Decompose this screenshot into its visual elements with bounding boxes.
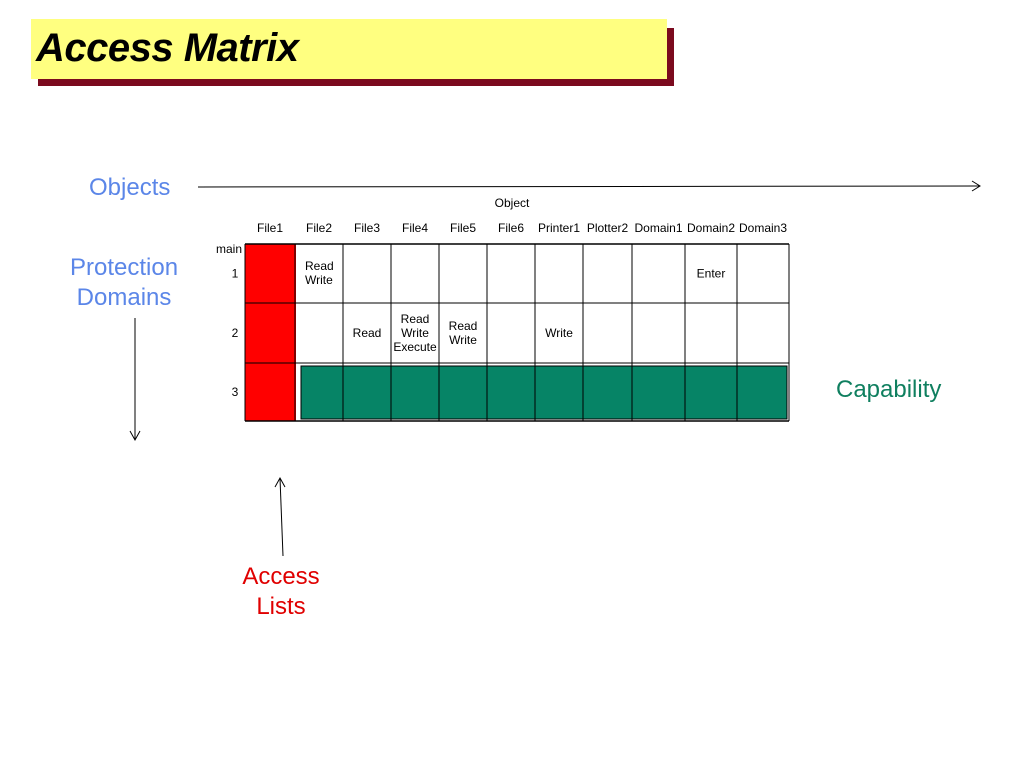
matrix-column-header: File6 <box>498 221 524 235</box>
matrix-cell-text: Write <box>401 326 429 340</box>
access-label-line2: Lists <box>256 593 306 620</box>
matrix-cell-text: Execute <box>393 340 437 354</box>
access-lists-label: Access Lists <box>231 562 331 622</box>
objects-arrow-head <box>971 180 981 192</box>
matrix-column-header: Plotter2 <box>587 221 629 235</box>
protection-domains-label: Protection Domains <box>70 253 178 313</box>
protection-label-line1: Protection <box>70 254 179 281</box>
domains-arrow-head <box>129 430 141 442</box>
access-matrix: Object main File1 File2 File3 File4 File5 File6… <box>216 196 790 422</box>
matrix-column-header: Domain1 <box>634 221 682 235</box>
matrix-cell-text: Read <box>305 259 334 273</box>
matrix-column-header: File3 <box>354 221 380 235</box>
capability-highlight <box>300 365 788 420</box>
matrix-column-header: File1 <box>257 221 283 235</box>
matrix-row-label: 1 <box>232 267 239 281</box>
matrix-row-label: 2 <box>232 326 239 340</box>
access-label-line1: Access <box>242 563 320 590</box>
access-lists-arrow <box>279 477 284 557</box>
matrix-column-header: File4 <box>402 221 428 235</box>
matrix-cell-text: Write <box>545 326 573 340</box>
page-title: Access Matrix <box>36 26 299 70</box>
access-list-highlight <box>245 244 296 421</box>
matrix-column-header: File2 <box>306 221 332 235</box>
objects-arrow <box>197 185 981 188</box>
protection-label-line2: Domains <box>76 284 172 311</box>
capability-label: Capability <box>836 376 942 403</box>
matrix-cell-text: Write <box>305 273 333 287</box>
matrix-cell-text: Read <box>449 319 478 333</box>
matrix-cell-text: Read <box>353 326 382 340</box>
matrix-cell-text: Write <box>449 333 477 347</box>
matrix-cell-text: Enter <box>697 267 726 281</box>
matrix-row-label: 3 <box>232 385 239 399</box>
matrix-cell-text: Read <box>401 312 430 326</box>
objects-label: Objects <box>89 174 171 201</box>
matrix-column-header: Domain2 <box>687 221 735 235</box>
matrix-column-header: Printer1 <box>538 221 580 235</box>
matrix-object-header: Object <box>495 196 530 210</box>
access-lists-arrow-head <box>274 476 286 488</box>
matrix-column-header: Domain3 <box>739 221 787 235</box>
title-box <box>31 19 667 79</box>
matrix-column-header: File5 <box>450 221 476 235</box>
matrix-domain-header: main <box>216 242 242 256</box>
